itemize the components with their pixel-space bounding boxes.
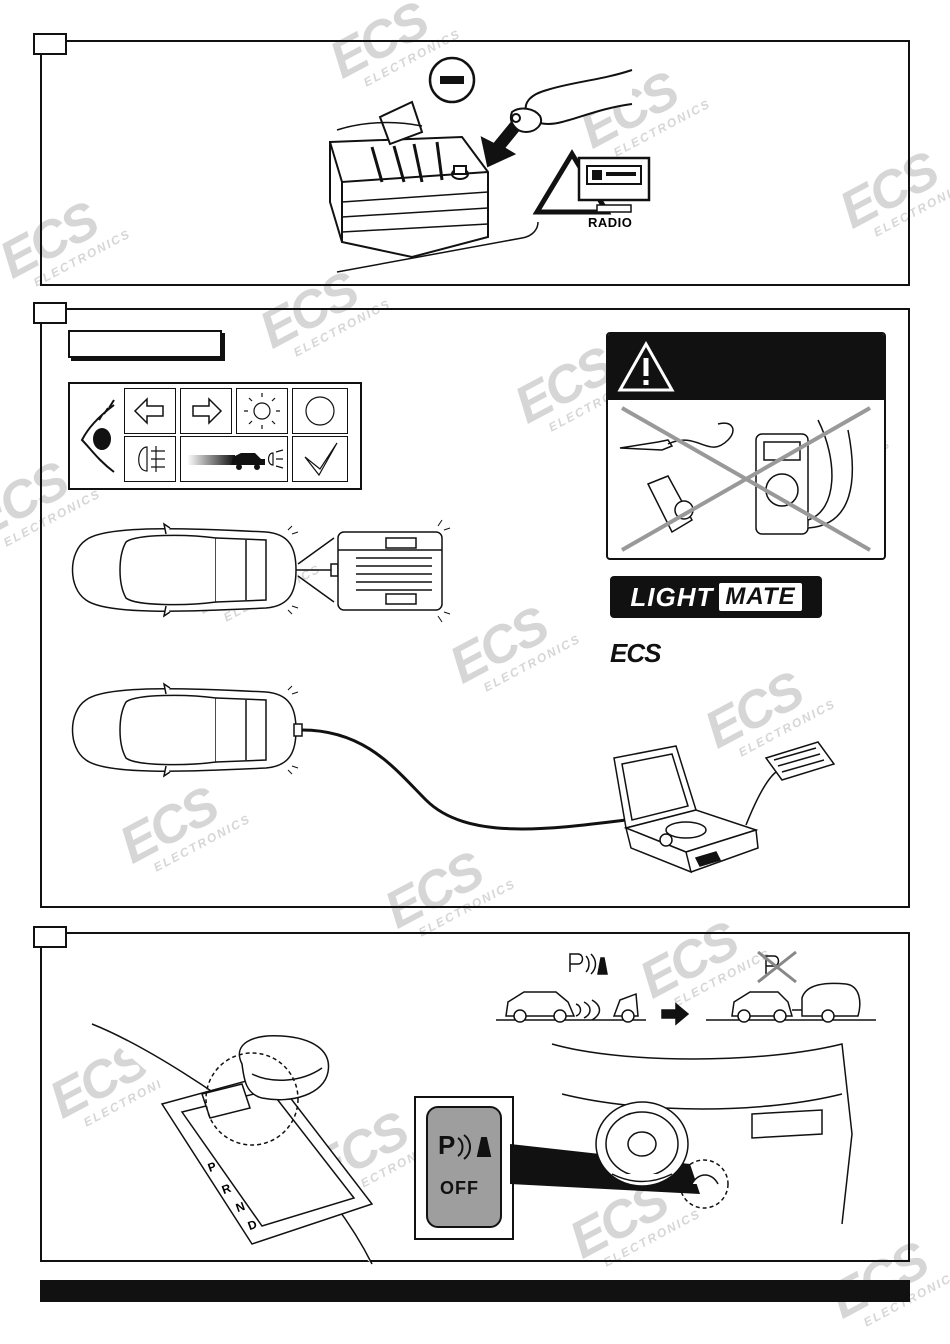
cell-right-indicator: [180, 388, 232, 434]
cell-brake-light: [292, 388, 348, 434]
car-cable-tester-illustration: [71, 682, 836, 874]
cell-tail-light: [236, 388, 288, 434]
forbidden-tools-illustration: [619, 406, 871, 552]
arrow-left-icon: [133, 397, 164, 425]
radio-label: RADIO: [588, 215, 633, 230]
label-box: [68, 330, 222, 358]
arrow-right-icon: [192, 397, 223, 425]
park-assist-off-button[interactable]: P OFF: [426, 1106, 502, 1228]
car-with-trailer-illustration: [71, 519, 451, 623]
circle-icon: [305, 396, 335, 426]
step-box-2: [33, 302, 67, 324]
dashboard-illustration: [551, 1043, 853, 1225]
parking-sensor-cars-illustration: [496, 950, 876, 1026]
lightmate-right-text: MATE: [719, 583, 802, 611]
cell-fog-light: [124, 436, 176, 482]
park-assist-off-panel: P OFF: [414, 1096, 514, 1240]
cell-check: [292, 436, 348, 482]
lightmate-left-text: LIGHT: [630, 581, 714, 612]
light-function-grid: [68, 382, 362, 490]
park-assist-p-label: P: [438, 1130, 456, 1160]
footer-bar: [40, 1280, 910, 1302]
park-assist-off-label: OFF: [440, 1178, 479, 1198]
step-box-3: [33, 926, 67, 948]
eye-icon: [80, 399, 115, 473]
car-reverse-icon: [187, 449, 284, 470]
checkmark-icon: [304, 442, 338, 477]
cell-left-indicator: [124, 388, 176, 434]
lightmate-logo: LIGHT MATE: [610, 576, 822, 618]
cell-reverse-light: [180, 436, 288, 482]
panel-parking-sensor: P R N D P OFF: [40, 932, 910, 1265]
panel-lighting-test: LIGHT MATE ECS: [40, 308, 910, 908]
fog-light-icon: [138, 446, 165, 472]
warning-no-tester-box: [606, 332, 886, 560]
sensor-waves-icon: [457, 1134, 492, 1160]
step-box-1: [33, 33, 67, 55]
sun-light-icon: [244, 393, 280, 429]
warning-triangle-icon: [617, 340, 675, 392]
panel-disconnect-battery: RADIO: [40, 40, 910, 286]
battery-illustration: [329, 56, 651, 273]
gear-shifter-illustration: [91, 1023, 374, 1265]
ecs-logo: ECS: [610, 638, 661, 668]
